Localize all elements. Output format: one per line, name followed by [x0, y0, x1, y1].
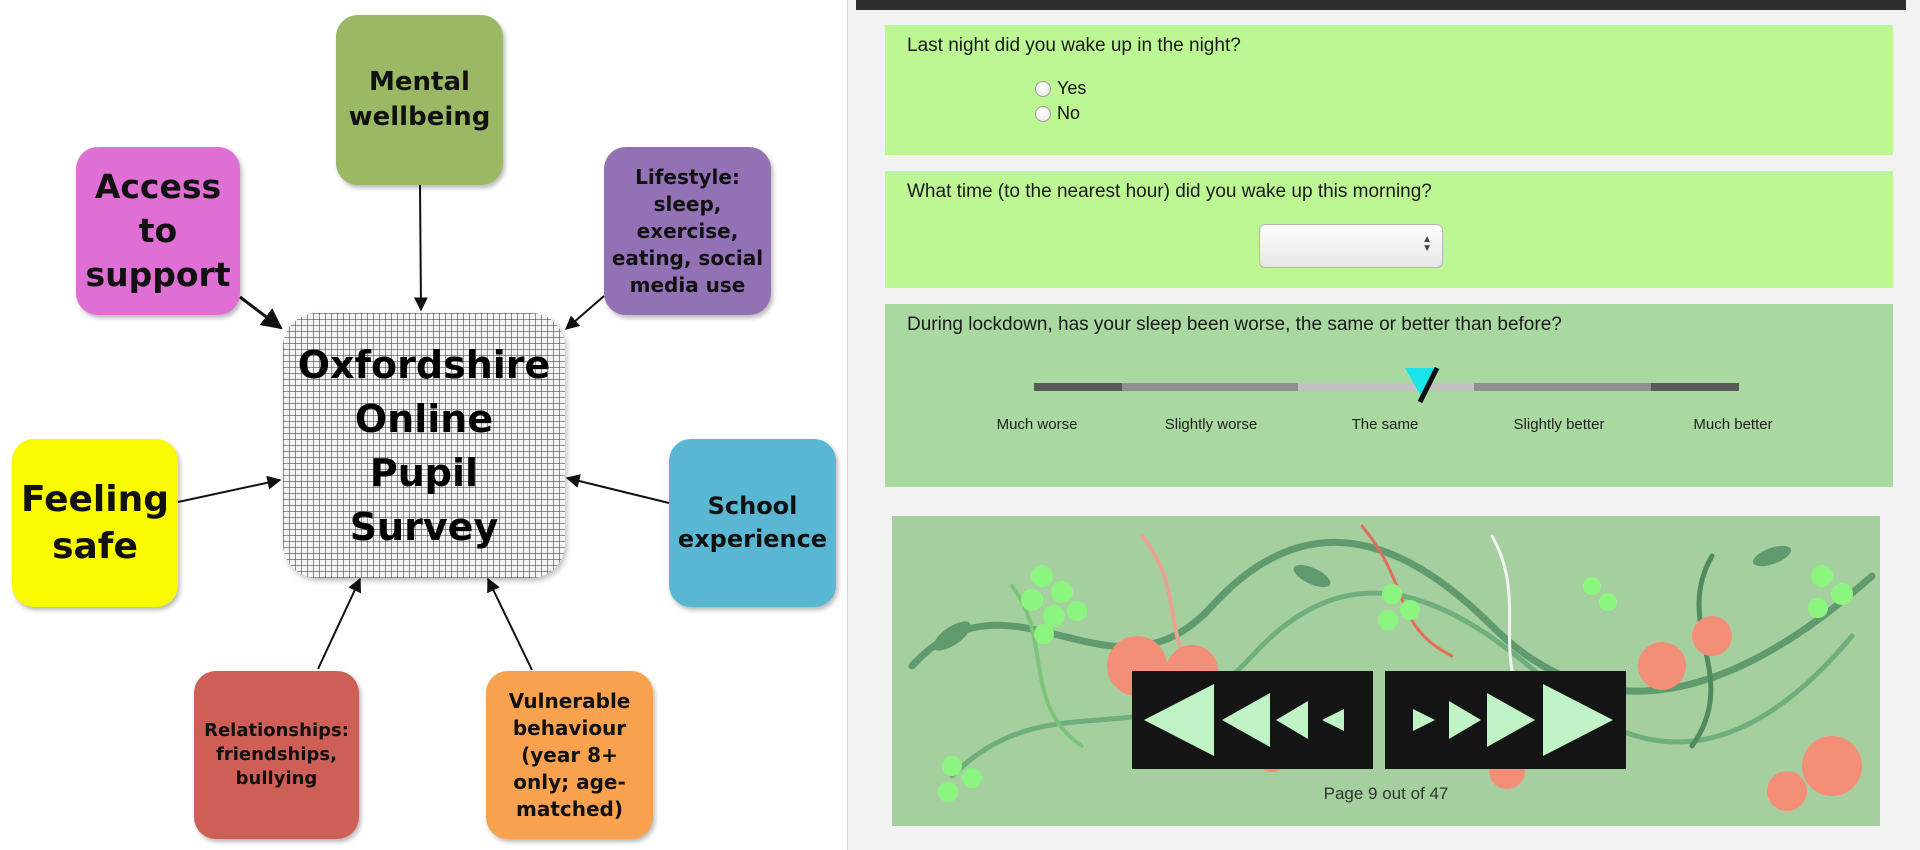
question-wake-time: What time (to the nearest hour) did you … [885, 171, 1893, 288]
node-access-to-support: Access to support [76, 147, 240, 315]
arrow-relationships [317, 577, 362, 670]
navigation-footer: Page 9 out of 47 [892, 516, 1880, 826]
slider-segment [1474, 383, 1651, 391]
arrow-access [239, 295, 283, 330]
forward-arrows-icon [1413, 684, 1613, 756]
slider-segment [1122, 383, 1298, 391]
node-mental-wellbeing: Mental wellbeing [336, 15, 503, 185]
slider-segment [1298, 383, 1474, 391]
slider-thumb[interactable] [1402, 364, 1446, 408]
node-vulnerable-behaviour: Vulnerable behaviour (year 8+ only; age-… [486, 671, 653, 839]
question-text: What time (to the nearest hour) did you … [907, 181, 1432, 202]
question-text: During lockdown, has your sleep been wor… [907, 314, 1562, 335]
page-indicator: Page 9 out of 47 [1323, 784, 1449, 803]
node-school-experience: School experience [669, 439, 836, 607]
slider-label-slightly-worse: Slightly worse [1164, 416, 1258, 433]
rewind-arrows-icon [1144, 684, 1344, 756]
updown-caret-icon: ▲▼ [1422, 234, 1432, 254]
arrow-safe [177, 475, 282, 503]
slider-label-slightly-better: Slightly better [1513, 416, 1605, 433]
radio-option-yes[interactable]: Yes [1035, 78, 1086, 99]
wake-time-select[interactable]: ▲▼ [1259, 224, 1443, 268]
node-relationships: Relationships: friendships, bullying [194, 671, 359, 839]
sleep-rating-slider[interactable] [1034, 383, 1739, 391]
slider-label-the-same: The same [1351, 416, 1419, 433]
question-text: Last night did you wake up in the night? [907, 35, 1241, 56]
question-wake-in-night: Last night did you wake up in the night?… [885, 25, 1893, 155]
survey-topics-diagram: Oxfordshire Online Pupil Survey Mental w… [0, 0, 845, 850]
arrow-mental [413, 184, 428, 312]
radio-label: Yes [1057, 78, 1087, 98]
center-node-survey: Oxfordshire Online Pupil Survey [283, 313, 565, 578]
survey-screenshot: Last night did you wake up in the night?… [847, 0, 1920, 850]
arrow-school [565, 474, 670, 504]
node-lifestyle: Lifestyle: sleep, exercise, eating, soci… [604, 147, 771, 315]
node-feeling-safe: Feeling safe [12, 439, 178, 607]
radio-button[interactable] [1035, 80, 1051, 97]
radio-option-no[interactable]: No [1035, 103, 1080, 124]
previous-page-button[interactable] [1132, 671, 1373, 769]
question-lockdown-sleep: During lockdown, has your sleep been wor… [885, 304, 1893, 487]
arrow-lifestyle [564, 295, 605, 330]
radio-label: No [1057, 103, 1081, 123]
radio-button[interactable] [1035, 105, 1051, 122]
top-bar [856, 0, 1906, 10]
slider-segment [1651, 383, 1739, 391]
slider-label-much-better: Much better [1693, 416, 1773, 433]
next-page-button[interactable] [1385, 671, 1626, 769]
slider-label-much-worse: Much worse [996, 416, 1078, 433]
slider-segment [1034, 383, 1122, 391]
diagram-arrows [177, 184, 670, 671]
arrow-vulnerable [487, 577, 533, 671]
